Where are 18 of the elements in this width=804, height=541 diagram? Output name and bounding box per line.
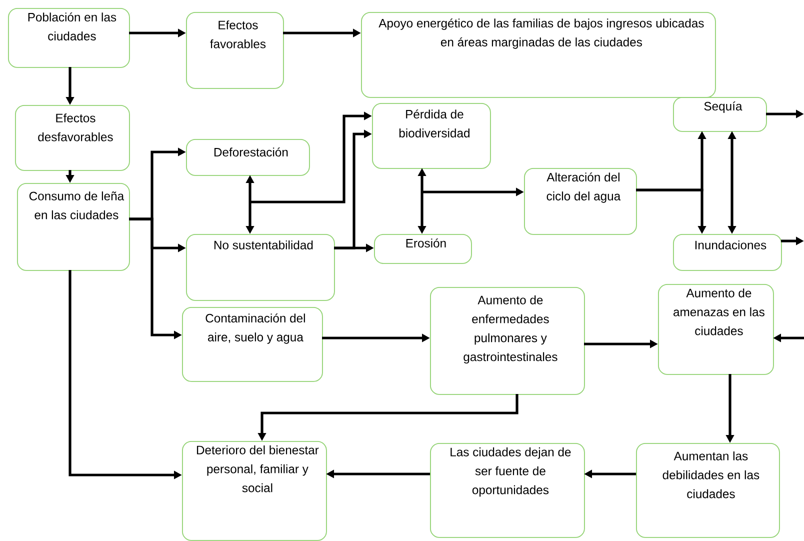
process-box: Contaminación del aire, suelo y agua [182,307,323,382]
process-box: Aumento de enfermedades pulmonares y gastrointestinales [430,287,585,395]
process-box: Pérdida de biodiversidad [372,103,491,169]
process-box: Erosión [374,234,472,264]
process-box: Las ciudades dejan de ser fuente de oportunidades [430,443,585,538]
process-box: Deterioro del bienestar personal, familiar y social [182,441,327,541]
process-box: Consumo de leña en las ciudades [17,183,130,271]
process-box: Apoyo energético de las familias de bajos ingresos ubicadas en áreas marginadas de las ciudades [361,12,716,98]
process-box: Efectos desfavorables [15,105,130,171]
process-box: Aumento de amenazas en las ciudades [658,284,774,375]
process-box: Población en las ciudades [8,8,130,68]
process-box: Efectos favorables [186,12,284,89]
process-box: Deforestación [186,139,310,176]
process-box: No sustentabilidad [186,234,335,301]
process-box: Inundaciones [673,234,782,271]
process-box: Alteración del ciclo del agua [524,168,637,235]
process-box: Aumentan las debilidades en las ciudades [636,443,780,538]
process-box: Sequía [673,97,767,132]
